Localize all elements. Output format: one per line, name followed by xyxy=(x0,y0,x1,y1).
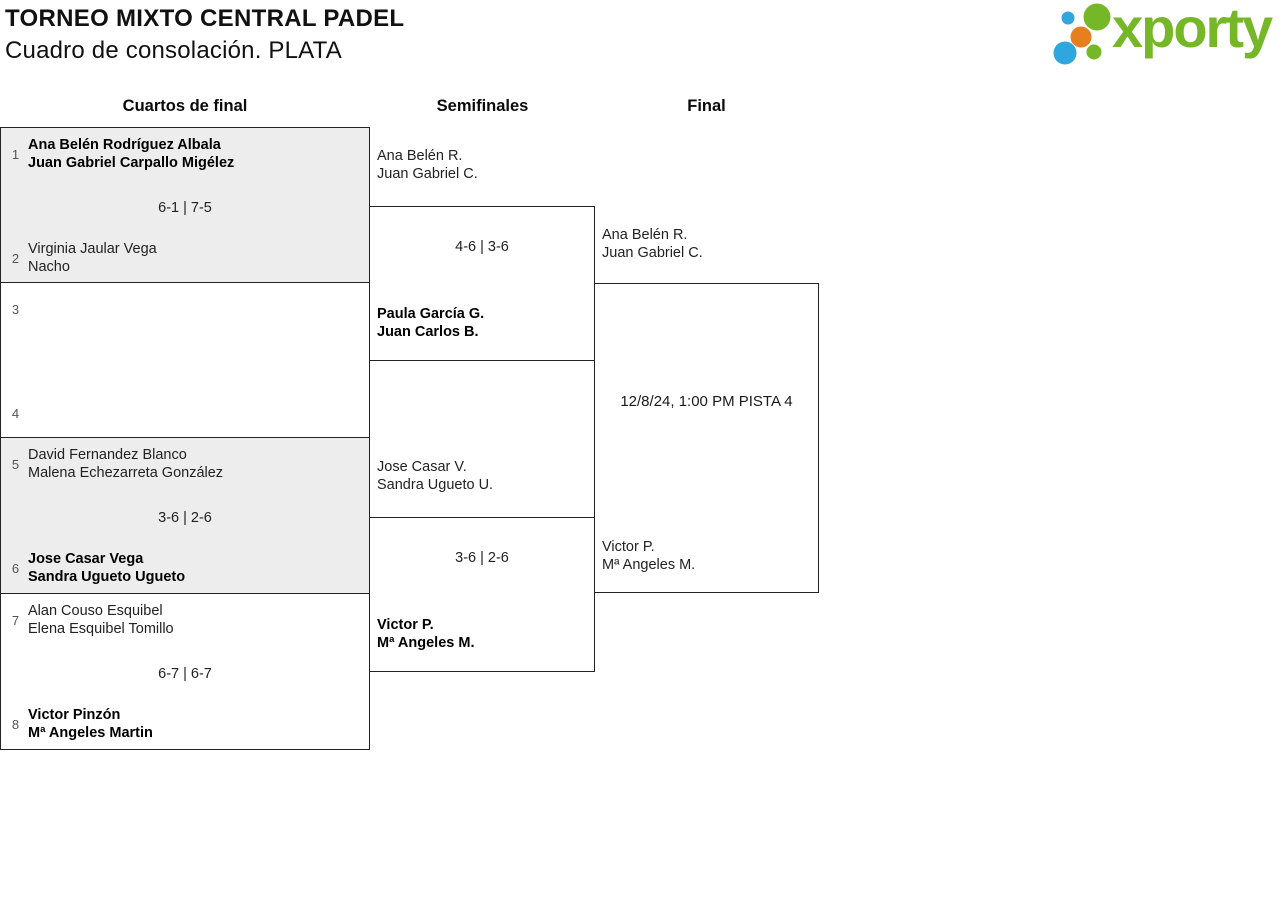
semifinal-match-2: 3-6 | 2-6 Victor P. Mª Angeles M. xyxy=(370,517,595,672)
quarterfinal-match-3: 5 David Fernandez Blanco Malena Echezarr… xyxy=(0,438,370,594)
semifinal-2-top-team: Jose Casar V. Sandra Ugueto U. xyxy=(377,459,494,493)
team-names: Virginia Jaular Vega Nacho xyxy=(28,241,157,275)
seed-number: 7 xyxy=(11,612,20,628)
final-match-schedule: 12/8/24, 1:00 PM PISTA 4 xyxy=(620,393,793,410)
quarterfinal-match-4: 7 Alan Couso Esquibel Elena Esquibel Tom… xyxy=(0,594,370,750)
team-names: Alan Couso Esquibel Elena Esquibel Tomil… xyxy=(28,603,174,637)
seed-number: 3 xyxy=(11,301,20,317)
round-header-quarterfinals: Cuartos de final xyxy=(122,97,248,115)
semifinal-match-1: 4-6 | 3-6 Paula García G. Juan Carlos B. xyxy=(370,206,595,361)
match-score: 3-6 | 2-6 xyxy=(158,510,212,526)
quarterfinal-match-2: 3 4 xyxy=(0,283,370,438)
round-header-semifinals: Semifinales xyxy=(436,97,529,115)
tournament-title: TORNEO MIXTO CENTRAL PADEL xyxy=(5,5,405,32)
final-match: 12/8/24, 1:00 PM PISTA 4 xyxy=(594,283,819,593)
team-row: 5 David Fernandez Blanco Malena Echezarr… xyxy=(7,446,363,482)
team-row: 7 Alan Couso Esquibel Elena Esquibel Tom… xyxy=(7,602,363,638)
match-score: 6-1 | 7-5 xyxy=(158,200,212,216)
seed-number: 5 xyxy=(11,456,20,472)
team-row: 2 Virginia Jaular Vega Nacho xyxy=(7,240,363,276)
team-row: 1 Ana Belén Rodríguez Albala Juan Gabrie… xyxy=(7,136,363,172)
team-row: 8 Victor Pinzón Mª Angeles Martin xyxy=(7,706,363,742)
xporty-logo-dots-icon xyxy=(1053,3,1111,65)
seed-number: 1 xyxy=(11,146,20,162)
team-names: Ana Belén Rodríguez Albala Juan Gabriel … xyxy=(28,137,235,171)
semifinal-2-bottom-team: Victor P. Mª Angeles M. xyxy=(377,617,475,651)
match-score: 4-6 | 3-6 xyxy=(455,239,509,255)
team-names: Victor Pinzón Mª Angeles Martin xyxy=(28,707,153,741)
bracket-subtitle: Cuadro de consolación. PLATA xyxy=(5,37,342,64)
team-names: Jose Casar Vega Sandra Ugueto Ugueto xyxy=(28,551,186,585)
round-header-final: Final xyxy=(687,97,726,115)
team-row: 4 xyxy=(7,395,363,431)
final-top-team: Ana Belén R. Juan Gabriel C. xyxy=(602,227,703,261)
xporty-logo-text: xporty xyxy=(1112,0,1273,59)
match-score: 3-6 | 2-6 xyxy=(455,550,509,566)
seed-number: 4 xyxy=(11,405,20,421)
match-score: 6-7 | 6-7 xyxy=(158,666,212,682)
seed-number: 6 xyxy=(11,560,20,576)
seed-number: 8 xyxy=(11,716,20,732)
quarterfinal-match-1: 1 Ana Belén Rodríguez Albala Juan Gabrie… xyxy=(0,127,370,283)
final-bottom-team: Victor P. Mª Angeles M. xyxy=(602,539,696,573)
team-names: David Fernandez Blanco Malena Echezarret… xyxy=(28,447,224,481)
team-row: 3 xyxy=(7,291,363,327)
xporty-logo[interactable]: xporty xyxy=(1050,0,1278,68)
team-row: 6 Jose Casar Vega Sandra Ugueto Ugueto xyxy=(7,550,363,586)
semifinal-1-top-team: Ana Belén R. Juan Gabriel C. xyxy=(377,148,478,182)
semifinal-1-bottom-team: Paula García G. Juan Carlos B. xyxy=(377,306,485,340)
seed-number: 2 xyxy=(11,250,20,266)
